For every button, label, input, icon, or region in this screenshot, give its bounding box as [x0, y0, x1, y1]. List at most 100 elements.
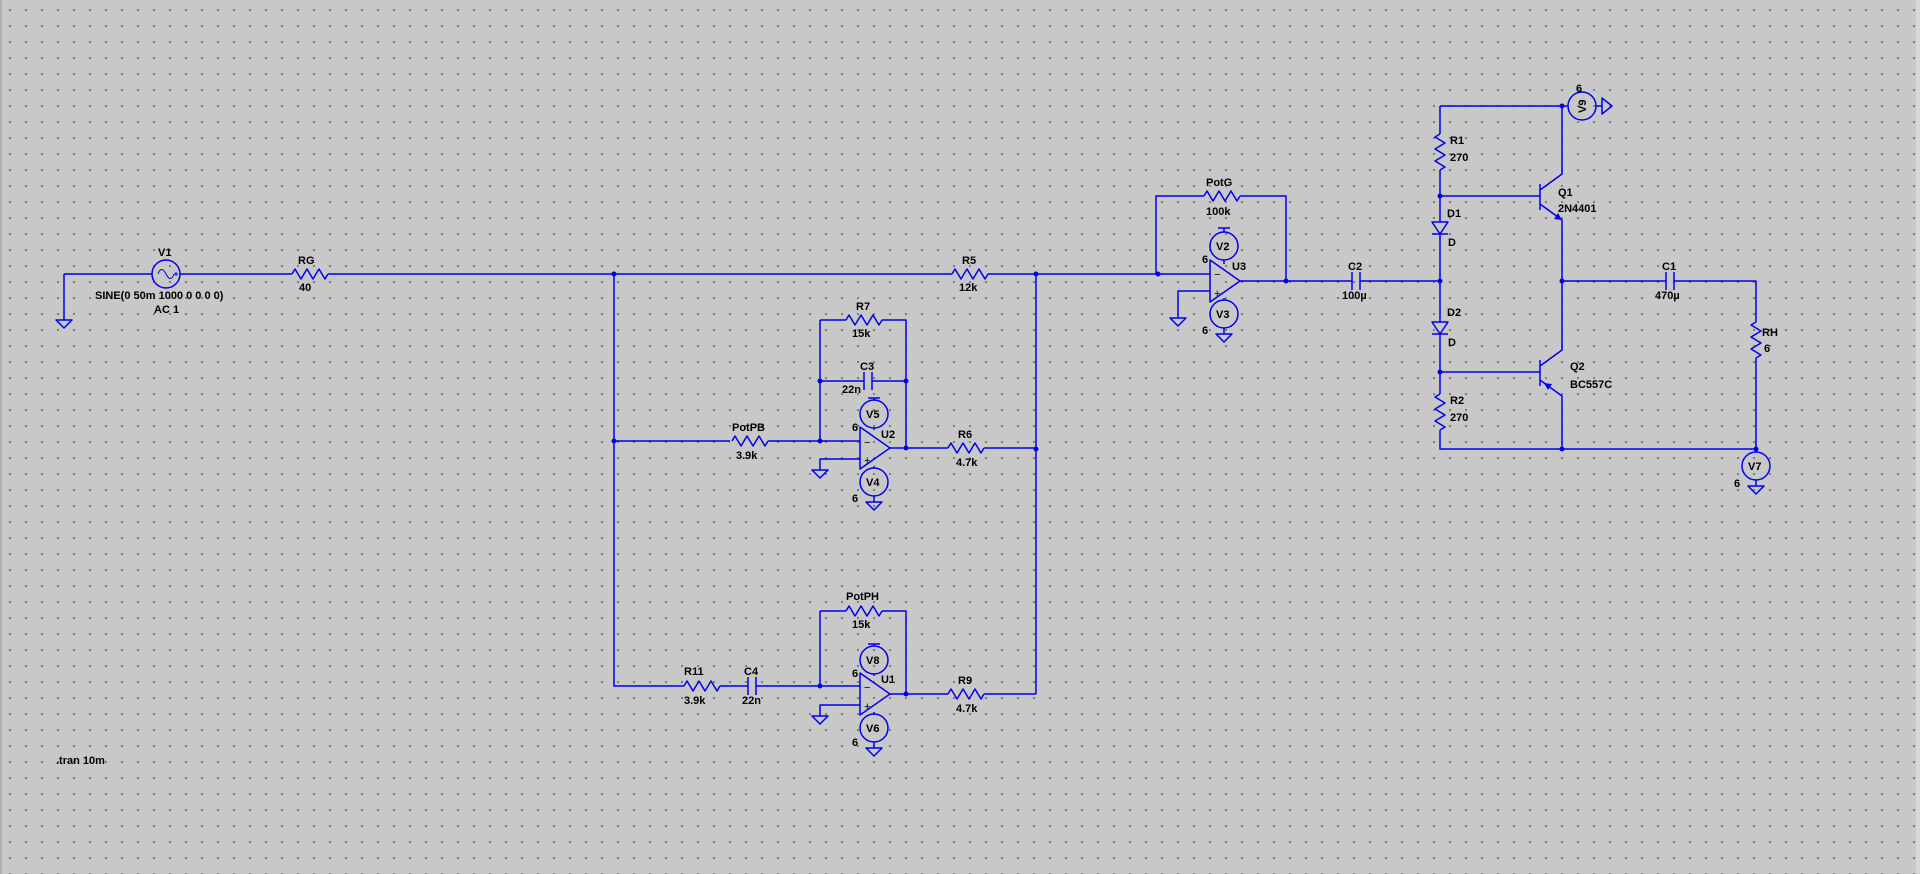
u2-opamp[interactable]: − + U2 [859, 426, 895, 470]
v2-label: V2 [1216, 241, 1229, 253]
v8-supply[interactable]: V8 6 [852, 643, 889, 680]
r1-resistor[interactable]: R1 270 [1434, 133, 1468, 171]
u3-stage: PotG 100k − + U3 V2 6 V3 6 [1155, 177, 1440, 343]
r1-value: 270 [1450, 152, 1468, 164]
potpb-resistor[interactable]: PotPB 3.9k [730, 422, 769, 462]
v4-value: 6 [852, 493, 858, 505]
v1-label: V1 [158, 247, 171, 259]
v6-supply[interactable]: V6 6 [852, 712, 889, 757]
potg-value: 100k [1206, 206, 1231, 218]
rg-resistor[interactable]: RG 40 [291, 255, 329, 294]
potph-label: PotPH [846, 591, 879, 603]
u2-label: U2 [881, 429, 895, 441]
svg-text:−: − [864, 437, 870, 449]
r5-value: 12k [959, 282, 978, 294]
v9-label: V9 [1577, 100, 1589, 113]
d2-diode[interactable]: D2 D [1431, 307, 1461, 349]
d1-label: D1 [1447, 208, 1461, 220]
r6-value: 4.7k [956, 457, 978, 469]
u3-label: U3 [1232, 261, 1246, 273]
v9-supply[interactable]: V9 6 [1562, 83, 1613, 121]
c2-label: C2 [1348, 261, 1362, 273]
v5-supply[interactable]: V5 6 [852, 397, 889, 434]
r5-resistor[interactable]: R5 12k [951, 255, 989, 294]
r1-label: R1 [1450, 135, 1464, 147]
rh-value: 6 [1764, 343, 1770, 355]
u2-stage: R7 15k C3 22n PotPB 3.9k − + U2 [730, 301, 1036, 511]
v6-value: 6 [852, 737, 858, 749]
d2-label: D2 [1447, 307, 1461, 319]
c4-value: 22n [742, 695, 761, 707]
r2-resistor[interactable]: R2 270 [1434, 393, 1468, 431]
potg-label: PotG [1206, 177, 1232, 189]
r7-resistor[interactable]: R7 15k [845, 301, 883, 340]
svg-text:−: − [1214, 269, 1220, 281]
c4-capacitor[interactable]: C4 22n [742, 666, 761, 707]
rg-label: RG [298, 255, 315, 267]
q2-value: BC557C [1570, 379, 1612, 391]
bus-wires [611, 271, 1039, 694]
v8-value: 6 [852, 668, 858, 680]
output-stage: R1 270 D1 D D2 D R2 270 [1431, 83, 1778, 495]
r7-value: 15k [852, 328, 871, 340]
svg-text:+: + [864, 701, 870, 713]
c3-value: 22n [842, 384, 861, 396]
c2-value: 100µ [1342, 290, 1367, 302]
r11-label: R11 [684, 666, 704, 678]
spice-directive[interactable]: .tran 10m [56, 755, 105, 767]
svg-text:−: − [864, 682, 870, 694]
r6-label: R6 [958, 429, 972, 441]
v5-value: 6 [852, 422, 858, 434]
rg-value: 40 [299, 282, 311, 294]
r5-label: R5 [962, 255, 976, 267]
v7-label: V7 [1748, 461, 1761, 473]
u3-opamp[interactable]: − + U3 [1209, 259, 1246, 303]
r2-label: R2 [1450, 395, 1464, 407]
v6-label: V6 [866, 723, 879, 735]
v3-value: 6 [1202, 325, 1208, 337]
potph-resistor[interactable]: PotPH 15k [845, 591, 883, 631]
r9-label: R9 [958, 675, 972, 687]
c4-label: C4 [744, 666, 759, 678]
c1-value: 470µ [1655, 290, 1680, 302]
q1-label: Q1 [1558, 187, 1573, 199]
c2-capacitor[interactable]: C2 100µ [1342, 261, 1367, 302]
c1-capacitor[interactable]: C1 470µ [1655, 261, 1680, 302]
svg-text:+: + [864, 455, 870, 467]
v7-supply[interactable]: V7 6 [1734, 451, 1771, 495]
v5-label: V5 [866, 409, 879, 421]
v1-value: SINE(0 50m 1000 0 0 0 0) [95, 290, 224, 302]
q1-value: 2N4401 [1558, 203, 1597, 215]
r11-resistor[interactable]: R11 3.9k [683, 666, 721, 707]
v2-supply[interactable]: V2 6 [1202, 227, 1239, 266]
v1-sine-source[interactable]: V1 SINE(0 50m 1000 0 0 0 0) AC 1 [95, 247, 224, 316]
right-edge-strip [1916, 0, 1920, 874]
v1-ac: AC 1 [154, 304, 179, 316]
v4-supply[interactable]: V4 6 [852, 466, 889, 511]
v7-value: 6 [1734, 478, 1740, 490]
r6-resistor[interactable]: R6 4.7k [947, 429, 985, 469]
potpb-label: PotPB [732, 422, 765, 434]
r9-resistor[interactable]: R9 4.7k [947, 675, 985, 715]
d1-diode[interactable]: D1 D [1431, 208, 1461, 249]
rh-resistor[interactable]: RH 6 [1750, 321, 1778, 359]
potpb-value: 3.9k [736, 450, 758, 462]
q1-transistor[interactable]: Q1 2N4401 [1539, 106, 1597, 281]
v3-label: V3 [1216, 309, 1229, 321]
u1-label: U1 [881, 674, 895, 686]
u1-stage: PotPH 15k R11 3.9k C4 22n − + U1 [683, 591, 1036, 757]
v4-label: V4 [866, 477, 880, 489]
v3-supply[interactable]: V3 6 [1202, 298, 1239, 343]
q2-label: Q2 [1570, 361, 1585, 373]
u1-opamp[interactable]: − + U1 [859, 672, 895, 716]
c1-label: C1 [1662, 261, 1676, 273]
svg-text:+: + [1214, 288, 1220, 300]
input-stage: V1 SINE(0 50m 1000 0 0 0 0) AC 1 RG 40 [55, 247, 954, 329]
c3-capacitor[interactable]: C3 22n [842, 361, 874, 396]
v2-value: 6 [1202, 254, 1208, 266]
potg-resistor[interactable]: PotG 100k [1203, 177, 1241, 218]
v9-value: 6 [1576, 83, 1582, 95]
q2-transistor[interactable]: Q2 BC557C [1539, 281, 1612, 449]
